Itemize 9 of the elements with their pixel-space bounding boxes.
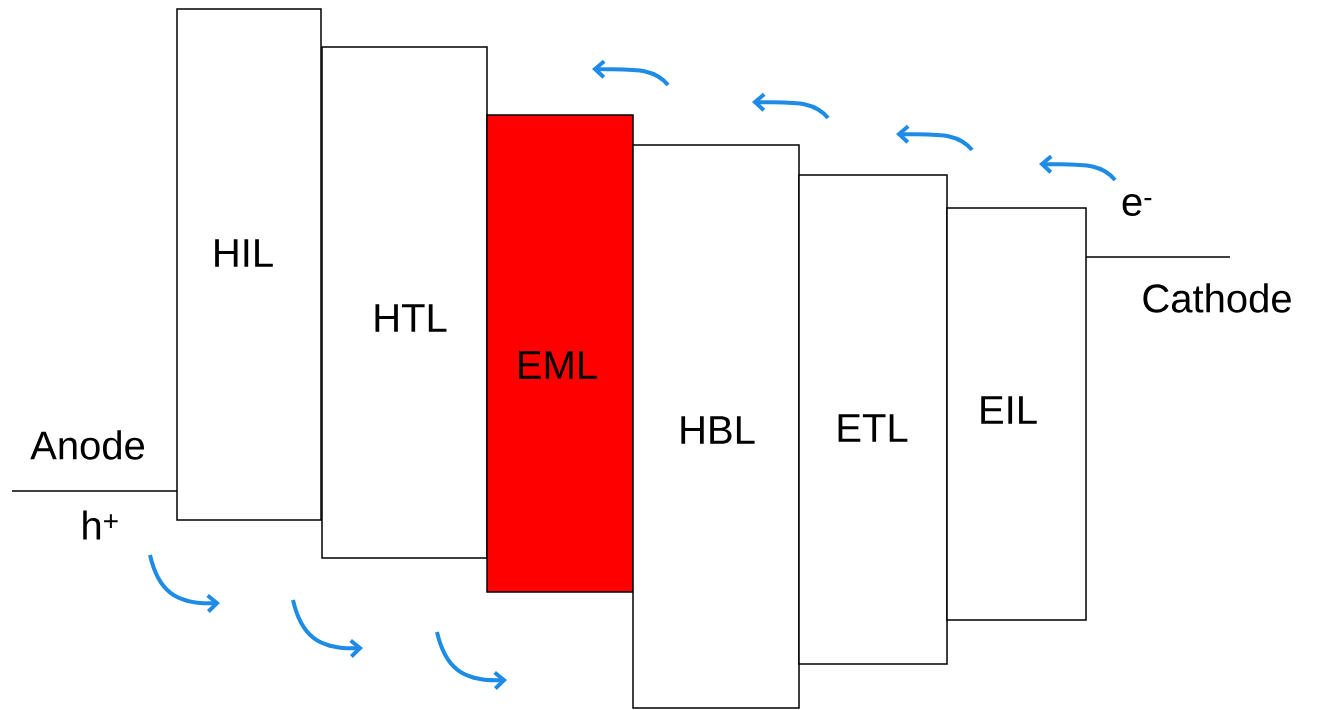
label: e$^{-}$ xyxy=(1122,194,1152,216)
layer-box: EIL xyxy=(946,207,1087,621)
layer-box: HBL xyxy=(632,144,800,709)
layer-box: EML xyxy=(486,114,634,593)
layer-box: ETL xyxy=(798,174,948,665)
layer-box: HIL xyxy=(176,8,322,521)
layer-box: HTL xyxy=(321,46,488,559)
label: Cathode xyxy=(1143,283,1291,313)
label: h$^{+}$ xyxy=(83,510,118,540)
